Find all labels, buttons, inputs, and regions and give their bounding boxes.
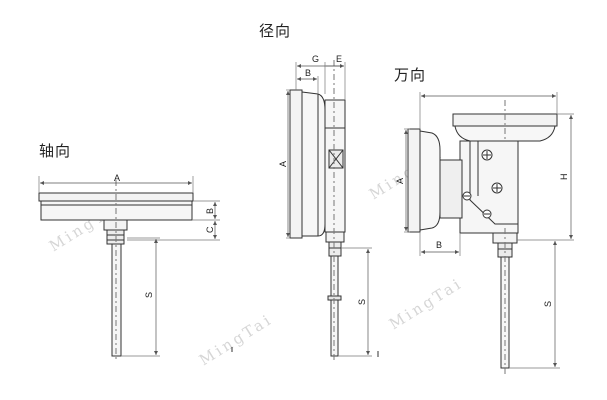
radial-case — [301, 91, 326, 237]
radial-connector — [325, 231, 345, 243]
universal-view-title: 万向 — [394, 66, 427, 84]
universal-joint-block — [439, 159, 463, 219]
axial-stem — [111, 243, 122, 357]
radial-dim-a-label: A — [278, 161, 288, 167]
axial-dim-c-label: C — [205, 226, 215, 233]
universal-screw — [481, 149, 493, 161]
universal-screw — [491, 182, 503, 194]
radial-view — [285, 60, 372, 362]
radial-bezel — [289, 89, 303, 239]
universal-front-bezel — [407, 128, 421, 233]
axial-dim-s-label: S — [144, 292, 154, 298]
universal-screw — [462, 191, 472, 201]
universal-screw — [482, 209, 492, 219]
universal-view — [403, 92, 574, 374]
axial-dim-b-label: B — [205, 208, 215, 214]
universal-dim-s-label: S — [543, 301, 553, 307]
axial-view-title: 轴向 — [39, 142, 72, 160]
radial-dim-s-label: S — [357, 299, 367, 305]
radial-nut — [328, 241, 342, 257]
universal-dim-h-label: H — [559, 174, 569, 181]
radial-dim-g-label: G — [312, 54, 319, 64]
radial-dim-e-label: E — [336, 54, 342, 64]
radial-dim-b-label: B — [305, 68, 311, 78]
universal-dim-a-label: A — [395, 178, 405, 184]
universal-dim-b-label: B — [436, 240, 442, 250]
axial-view — [38, 176, 220, 362]
universal-front-case — [419, 130, 441, 231]
radial-view-title: 径向 — [259, 22, 292, 40]
axial-dim-a-label: A — [114, 173, 120, 183]
